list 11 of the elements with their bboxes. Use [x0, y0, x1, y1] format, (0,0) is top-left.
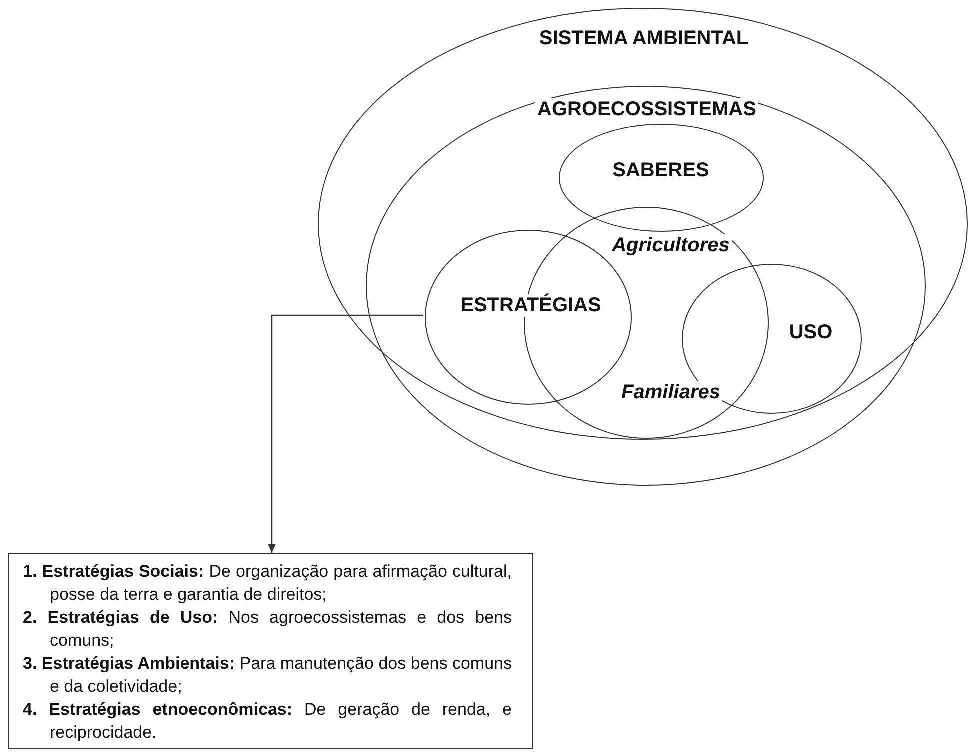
circle-label: ESTRATÉGIAS	[458, 294, 604, 318]
list-item: 3. Estratégias Ambientais: Para manutenção dos bens comuns e da coletividade;	[23, 653, 512, 698]
italic-label: Agricultores	[610, 234, 732, 258]
italic-label: Familiares	[620, 382, 722, 404]
list-item: 2. Estratégias de Uso: Nos agroecossistemas e dos bens comuns;	[23, 607, 512, 652]
arrow	[268, 314, 423, 553]
list-item: 1. Estratégias Sociais: De organização para afirmação cultural, posse da terra e garantia de direitos;	[23, 561, 512, 606]
list-item: 4. Estratégias etnoeconômicas: De geração de renda, e reciprocidade.	[23, 699, 512, 744]
venn-circle	[559, 124, 764, 232]
text-box	[8, 553, 533, 749]
inner-ellipse	[366, 86, 926, 486]
